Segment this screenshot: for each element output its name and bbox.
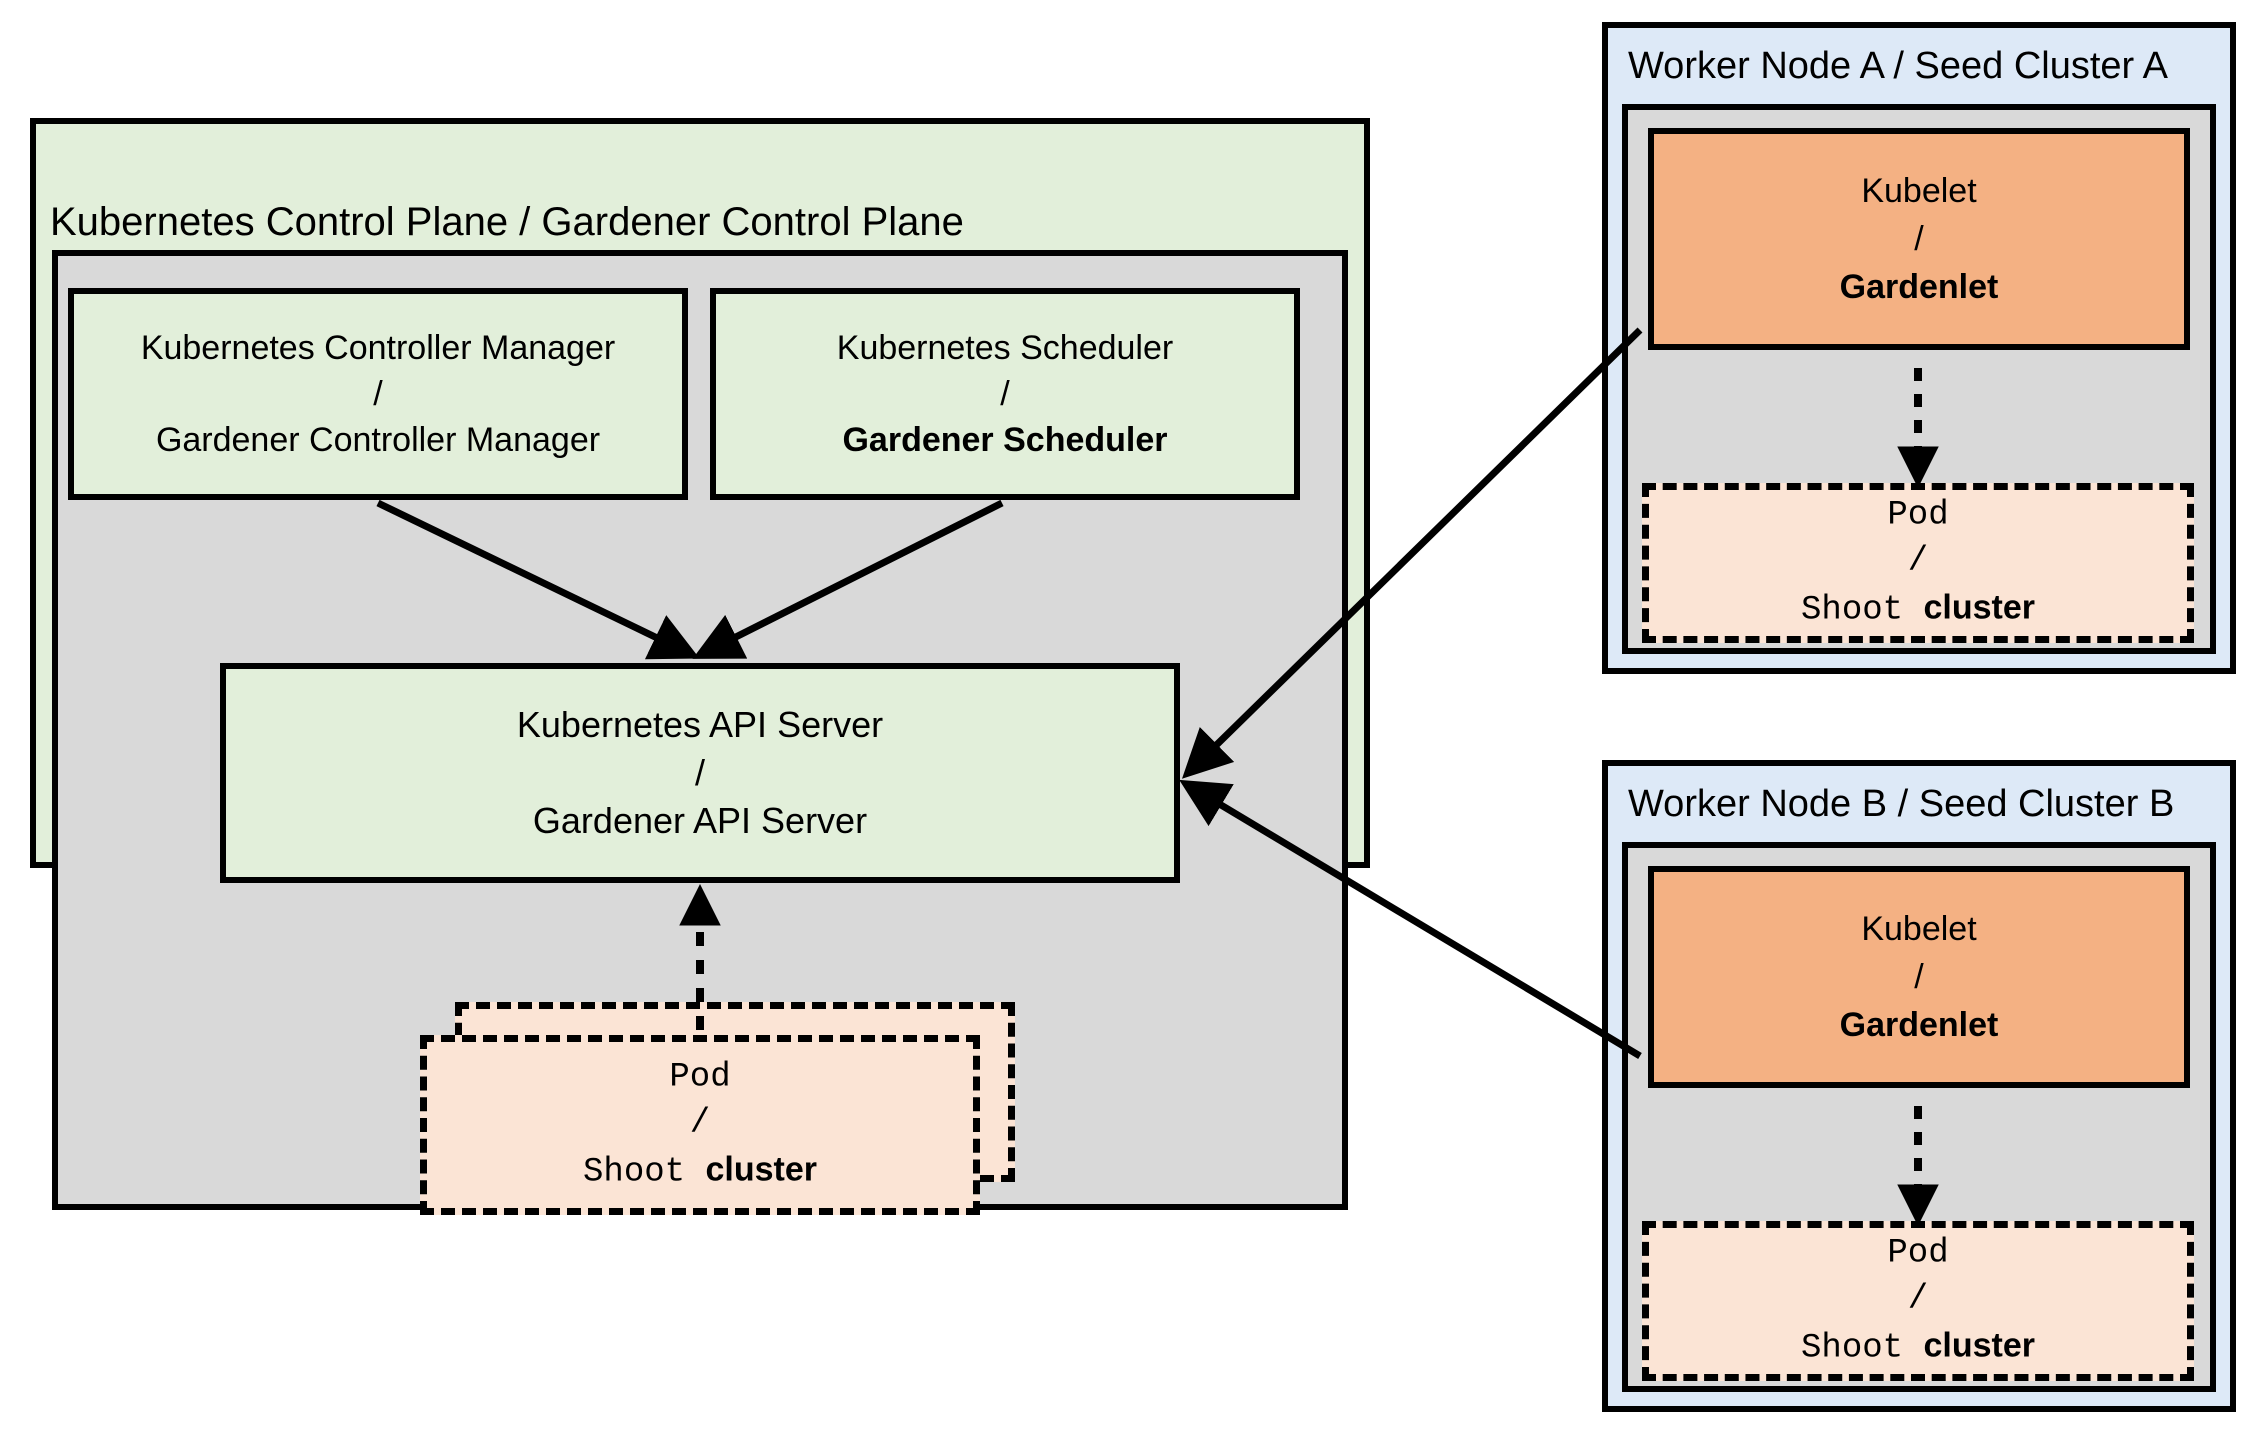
worker-node-a-title: Worker Node A / Seed Cluster A xyxy=(1628,45,2169,87)
wb-pod-separator: / xyxy=(1907,1280,1929,1319)
api-line1: Kubernetes API Server xyxy=(516,704,884,745)
worker-node-a-kubelet-label: Kubelet / Gardenlet xyxy=(1654,167,2184,311)
cp-pod-line1: Pod xyxy=(669,1058,731,1097)
kubernetes-controller-manager-box[interactable]: Kubernetes Controller Manager / Gardener… xyxy=(68,288,688,500)
sched-line2: Gardener Scheduler xyxy=(842,421,1168,459)
kcm-line1: Kubernetes Controller Manager xyxy=(140,329,616,367)
control-plane-pod-label: Pod / Shoot cluster xyxy=(427,1055,973,1196)
sched-line1: Kubernetes Scheduler xyxy=(836,329,1174,367)
kcm-line2: Gardener Controller Manager xyxy=(155,421,601,459)
wa-pod-line1: Pod xyxy=(1887,496,1949,535)
worker-node-a-kubelet-box[interactable]: Kubelet / Gardenlet xyxy=(1648,128,2190,350)
wa-kubelet-line2: Gardenlet xyxy=(1839,268,1999,306)
wb-pod-line2-mono: Shoot xyxy=(1801,1329,1904,1368)
wa-kubelet-line1: Kubelet xyxy=(1861,172,1977,210)
kubernetes-scheduler-box[interactable]: Kubernetes Scheduler / Gardener Schedule… xyxy=(710,288,1300,500)
kubernetes-controller-manager-label: Kubernetes Controller Manager / Gardener… xyxy=(74,325,682,463)
wb-kubelet-line1: Kubelet xyxy=(1861,910,1977,948)
worker-node-b-title: Worker Node B / Seed Cluster B xyxy=(1628,783,2175,825)
wb-pod-line1: Pod xyxy=(1887,1234,1949,1273)
cp-pod-line2-mono: Shoot xyxy=(583,1153,686,1192)
wa-pod-separator: / xyxy=(1907,542,1929,581)
wa-kubelet-separator: / xyxy=(1914,220,1924,258)
wb-kubelet-line2: Gardenlet xyxy=(1839,1006,1999,1044)
wa-pod-line2-bold: cluster xyxy=(1923,588,2035,627)
kubernetes-scheduler-label: Kubernetes Scheduler / Gardener Schedule… xyxy=(716,325,1294,463)
cp-pod-separator: / xyxy=(689,1104,711,1143)
kcm-separator: / xyxy=(373,375,383,413)
api-line2: Gardener API Server xyxy=(532,800,868,841)
control-plane-title: Kubernetes Control Plane / Gardener Cont… xyxy=(50,200,964,244)
worker-node-b-pod-box[interactable]: Pod / Shoot cluster xyxy=(1642,1221,2194,1381)
worker-node-b-kubelet-label: Kubelet / Gardenlet xyxy=(1654,905,2184,1049)
control-plane-pod-box[interactable]: Pod / Shoot cluster xyxy=(420,1035,980,1215)
worker-node-b-kubelet-box[interactable]: Kubelet / Gardenlet xyxy=(1648,866,2190,1088)
wb-kubelet-separator: / xyxy=(1914,958,1924,996)
wa-pod-line2-mono: Shoot xyxy=(1801,591,1904,630)
worker-node-a-pod-box[interactable]: Pod / Shoot cluster xyxy=(1642,483,2194,643)
kubernetes-api-server-box[interactable]: Kubernetes API Server / Gardener API Ser… xyxy=(220,663,1180,883)
worker-node-a-pod-label: Pod / Shoot cluster xyxy=(1649,493,2187,634)
kubernetes-api-server-label: Kubernetes API Server / Gardener API Ser… xyxy=(226,701,1174,845)
cp-pod-line2-bold: cluster xyxy=(705,1150,817,1189)
worker-node-b-pod-label: Pod / Shoot cluster xyxy=(1649,1231,2187,1372)
api-separator: / xyxy=(694,752,705,793)
wb-pod-line2-bold: cluster xyxy=(1923,1326,2035,1365)
sched-separator: / xyxy=(1000,375,1010,413)
